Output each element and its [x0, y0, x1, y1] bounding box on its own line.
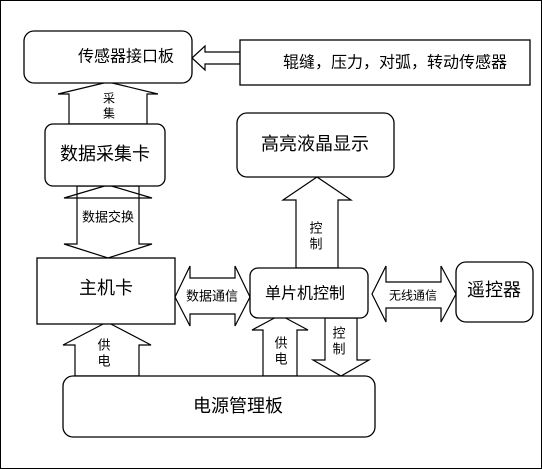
node-host-card	[36, 257, 176, 325]
label-remote: 遥控器	[467, 280, 521, 301]
arrow-control-down	[310, 317, 372, 377]
label-supply-mid-1: 供	[274, 337, 287, 352]
label-supply-left-2: 电	[97, 355, 110, 370]
label-control-up-1: 控	[309, 222, 322, 237]
label-sensors: 辊缝，压力，对弧，转动传感器	[283, 53, 507, 72]
label-lcd: 高亮液晶显示	[261, 134, 369, 155]
arrow-supply-left	[62, 321, 152, 377]
label-supply-left-1: 供	[97, 339, 110, 354]
label-supply-mid-2: 电	[274, 353, 287, 368]
arrow-collect	[57, 81, 159, 125]
label-control-down-2: 制	[332, 343, 345, 358]
label-sensor-board: 传感器接口板	[78, 47, 174, 66]
label-mcu: 单片机控制	[265, 284, 345, 303]
label-power-board: 电源管理板	[193, 396, 283, 417]
label-collect-1: 采	[103, 92, 115, 106]
arrow-supply-mid	[251, 314, 309, 377]
node-sensors	[239, 39, 531, 86]
node-lcd	[236, 112, 395, 178]
node-remote	[455, 261, 534, 323]
label-control-up-2: 制	[309, 238, 322, 253]
node-sensor-board	[23, 30, 193, 84]
label-control-down-1: 控	[332, 327, 345, 342]
label-data-exchange: 数据交换	[82, 210, 134, 226]
label-collect-2: 集	[103, 106, 115, 121]
label-wireless: 无线通信	[389, 289, 437, 303]
node-mcu	[249, 267, 369, 319]
node-daq-card	[44, 123, 166, 187]
label-data-comm: 数据通信	[186, 290, 238, 305]
arrow-data-comm	[174, 265, 251, 327]
label-daq-card: 数据采集卡	[60, 144, 150, 165]
arrow-control-up	[281, 176, 353, 269]
label-host-card: 主机卡	[79, 278, 133, 299]
arrow-sensors-to-board	[191, 44, 241, 72]
arrow-wireless	[371, 265, 457, 323]
node-power-board	[62, 375, 376, 438]
